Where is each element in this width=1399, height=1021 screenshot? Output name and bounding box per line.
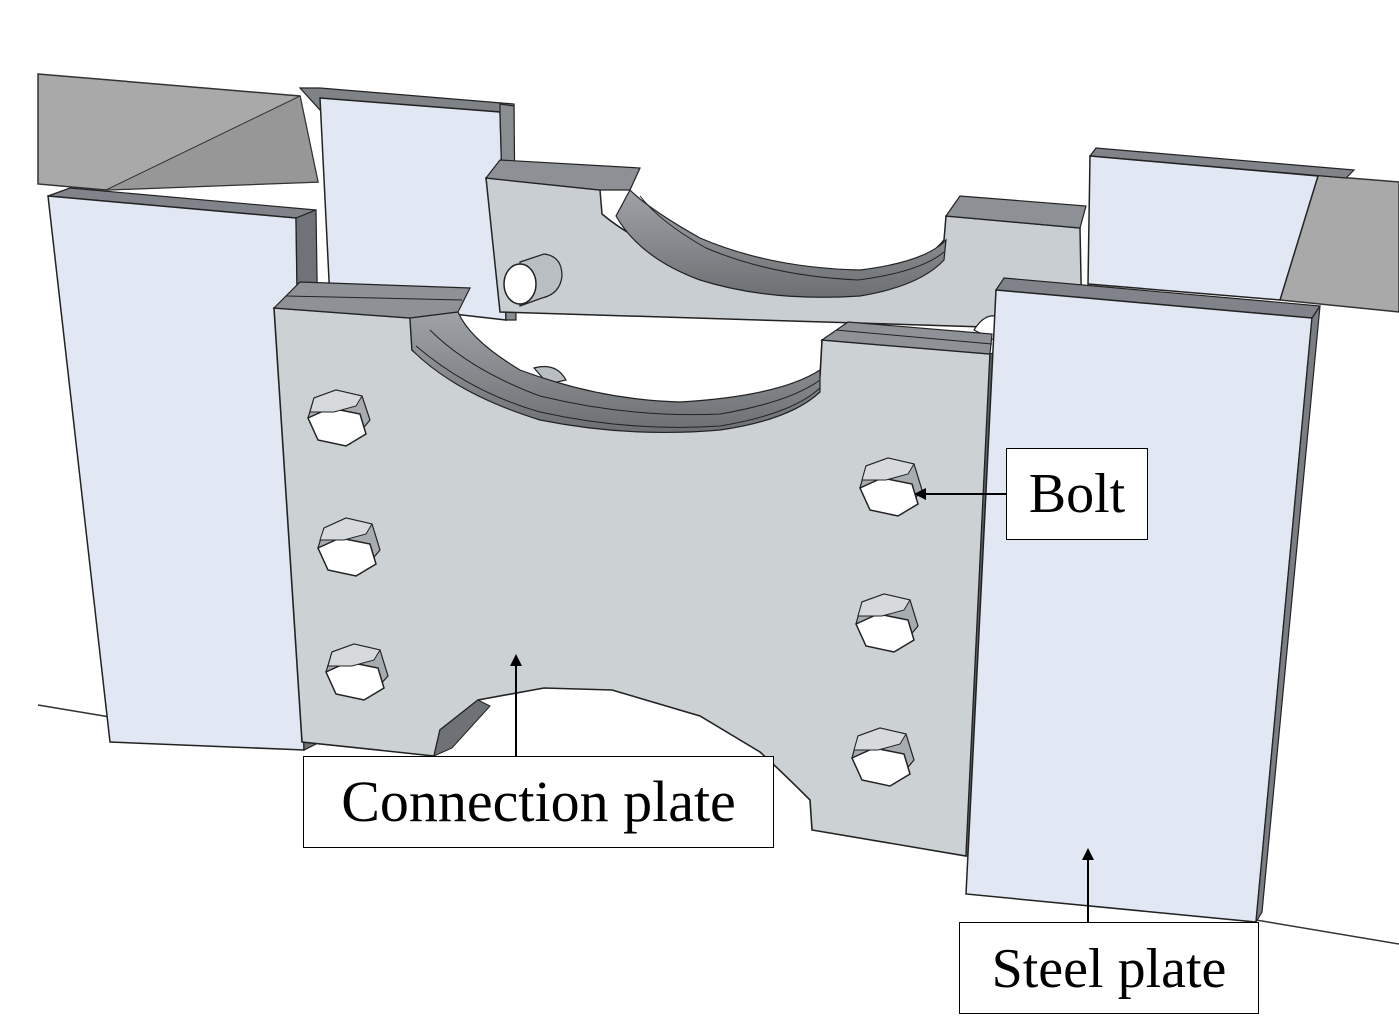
bolt-back-1: [503, 253, 563, 307]
bolt-hex-left-3: [325, 643, 389, 701]
steel-plate-back-left: [298, 87, 517, 321]
label-connection-plate: Connection plate: [303, 756, 774, 848]
bolt-hex-left-1: [307, 389, 371, 447]
bolt-hex-right-1: [859, 457, 923, 517]
steel-plate-front-right: [965, 277, 1322, 923]
steel-plate-back-right: [1087, 147, 1356, 301]
label-bolt: Bolt: [1006, 448, 1148, 540]
connection-plate-back: [484, 159, 1087, 331]
arrow-bolt: [914, 488, 1006, 500]
arrow-connection-plate: [510, 654, 522, 756]
bolt-hex-right-2: [855, 593, 919, 653]
label-steel-plate: Steel plate: [959, 922, 1259, 1014]
bolt-hex-right-3: [851, 727, 915, 787]
steel-plate-front-left: [47, 187, 325, 751]
bolt-back-2: [532, 365, 567, 385]
beam-left: [37, 73, 319, 191]
ground-lines: [37, 704, 1399, 945]
bolt-hex-left-2: [317, 517, 381, 577]
arrow-steel-plate: [1082, 848, 1094, 922]
